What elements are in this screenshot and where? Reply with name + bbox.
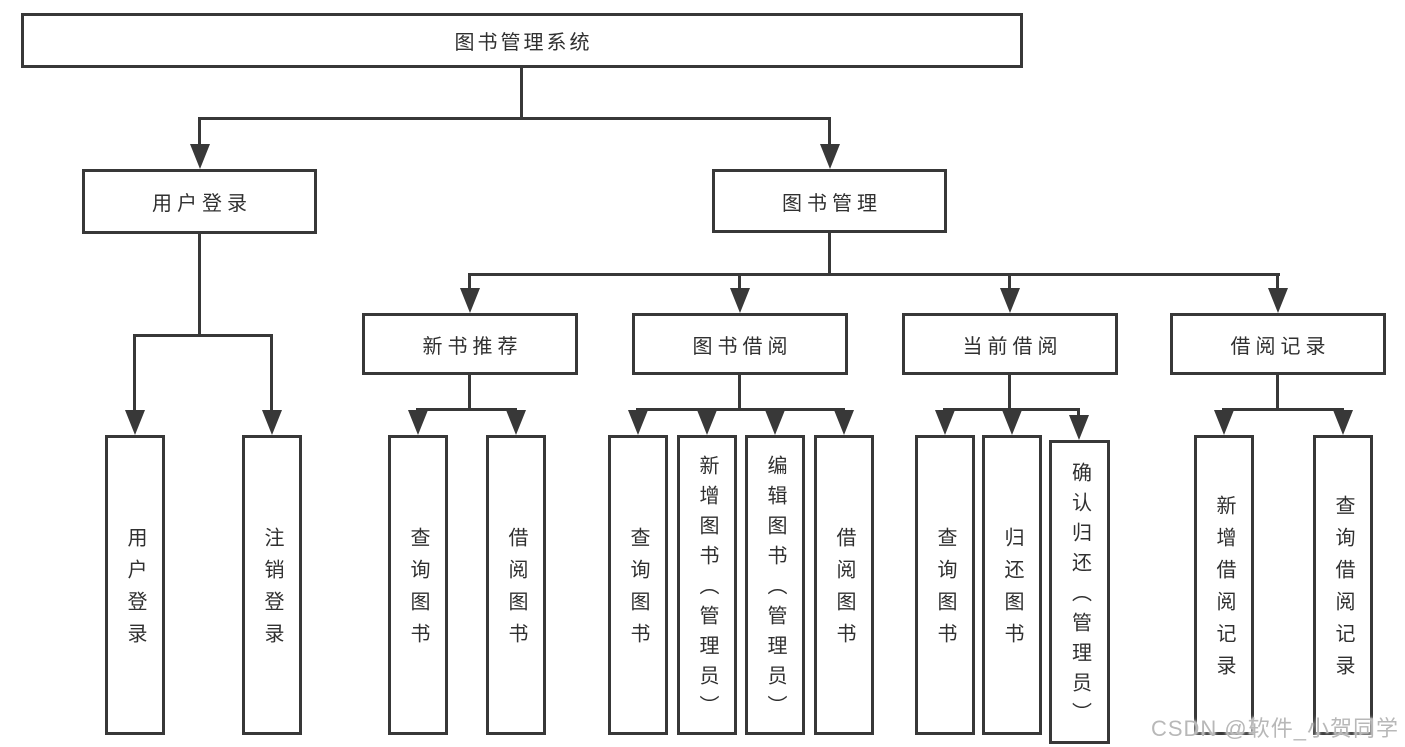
arrow-down-icon [1333,410,1353,435]
node-label: 借阅记录 [1230,335,1331,358]
arrow-down-icon [1000,288,1020,313]
node-label: 借阅图书 [505,527,527,655]
node-book-borrowing: 图书借阅 [632,313,848,375]
node-label: 当前借阅 [962,335,1063,358]
node-label: 借阅图书 [833,527,855,655]
node-label: 用户登录 [152,193,252,215]
connector-book-management-stub [828,233,831,276]
node-label: 图书管理 [782,192,882,215]
connector-level3-rail [468,273,1280,276]
csdn-watermark: CSDN @软件_小贺同学 [1150,716,1399,741]
node-label: 新书推荐 [422,335,523,358]
arrow-down-icon [935,410,955,435]
node-label: 确认归还（管理员） [1068,462,1091,732]
connector-drop-user-login [198,117,201,147]
arrow-down-icon [765,410,785,435]
arrow-down-icon [1268,288,1288,313]
leaf-query-books-borrowing: 查询图书 [608,435,668,735]
node-label: 图书管理系统 [454,32,593,54]
node-label: 图书借阅 [692,335,793,358]
connector-root-stub [520,68,523,120]
arrow-down-icon [628,410,648,435]
leaf-confirm-return-admin: 确认归还（管理员） [1049,440,1110,744]
leaf-query-books-current: 查询图书 [915,435,975,735]
node-user-login: 用户登录 [82,169,317,234]
leaf-borrow-books-recommend: 借阅图书 [486,435,546,735]
connector-drop-book-management [828,117,831,147]
node-label: 编辑图书（管理员） [764,455,786,725]
node-label: 查询图书 [934,527,956,655]
connector-rail [416,408,517,411]
connector-drop-level3 [1276,273,1279,293]
node-label: 注销登录 [261,527,283,655]
leaf-borrow-books-borrowing: 借阅图书 [814,435,874,735]
arrow-down-icon [820,144,840,169]
connector-stub [468,375,471,411]
arrow-down-icon [506,410,526,435]
node-library-management-system: 图书管理系统 [21,13,1023,68]
connector-user-login-stub [198,234,201,337]
connector-stub [738,375,741,411]
node-borrowing-records: 借阅记录 [1170,313,1386,375]
arrow-down-icon [697,410,717,435]
arrow-down-icon [408,410,428,435]
leaf-add-borrow-record: 新增借阅记录 [1194,435,1254,735]
node-label: 查询借阅记录 [1332,495,1354,687]
leaf-query-borrow-record: 查询借阅记录 [1313,435,1373,735]
connector-rail [636,408,845,411]
connector-level2-rail [198,117,830,120]
node-book-management: 图书管理 [712,169,947,233]
node-label: 查询图书 [627,527,649,655]
arrow-down-icon [1214,410,1234,435]
node-current-borrowing: 当前借阅 [902,313,1118,375]
connector-rail [1222,408,1344,411]
arrow-down-icon [262,410,282,435]
arrow-down-icon [730,288,750,313]
arrow-down-icon [460,288,480,313]
leaf-add-book-admin: 新增图书（管理员） [677,435,737,735]
node-new-book-recommendation: 新书推荐 [362,313,578,375]
leaf-edit-book-admin: 编辑图书（管理员） [745,435,805,735]
connector-drop-leaf [270,334,273,413]
arrow-down-icon [834,410,854,435]
connector-stub [1008,375,1011,411]
node-label: 查询图书 [407,527,429,655]
arrow-down-icon [190,144,210,169]
arrow-down-icon [125,410,145,435]
leaf-query-books-recommend: 查询图书 [388,435,448,735]
connector-user-login-rail [133,334,273,337]
leaf-user-login: 用户登录 [105,435,165,735]
leaf-logout: 注销登录 [242,435,302,735]
node-label: 新增借阅记录 [1213,495,1235,687]
leaf-return-books: 归还图书 [982,435,1042,735]
node-label: 新增图书（管理员） [696,455,718,725]
node-label: 归还图书 [1001,527,1023,655]
connector-drop-level3 [468,273,471,293]
connector-drop-level3 [1008,273,1011,293]
connector-drop-leaf [1077,408,1080,418]
arrow-down-icon [1002,410,1022,435]
connector-drop-leaf [133,334,136,413]
node-label: 用户登录 [124,527,146,655]
connector-stub [1276,375,1279,411]
connector-drop-level3 [738,273,741,293]
arrow-down-icon [1069,415,1089,440]
